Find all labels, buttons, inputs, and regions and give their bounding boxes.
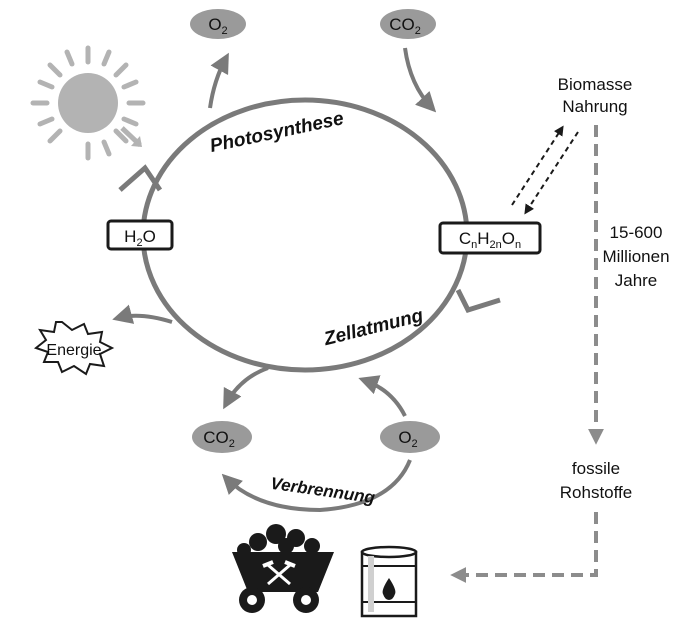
co2-bottom-label: CO2 (203, 428, 235, 450)
verbrennung-label: Verbrennung (269, 474, 376, 508)
co2-top-oval (380, 9, 436, 39)
energy-burst-icon (33, 321, 115, 376)
dashed-arrow-to-glucose (524, 131, 579, 215)
time-label-3: Jahre (615, 271, 658, 290)
time-label-2: Millionen (602, 247, 669, 266)
h2o-label: H2O (124, 227, 156, 249)
cycle-ellipse (140, 97, 470, 373)
fossile-label: fossile (572, 459, 620, 478)
co2-top-arrow (403, 47, 437, 113)
coal-cart-icon (232, 524, 334, 613)
respiration-co2-arrow (223, 366, 269, 410)
rohstoffe-label: Rohstoffe (560, 483, 632, 502)
cycle-arrow-left (118, 164, 163, 192)
o2-bottom-oval (380, 421, 440, 453)
h2o-box (106, 219, 174, 251)
glucose-box (438, 221, 542, 255)
co2-bottom-oval (192, 421, 252, 453)
biomasse-label: Biomasse (558, 75, 633, 94)
dashed-arrow-to-biomasse (511, 125, 564, 206)
time-label-1: 15-600 (610, 223, 663, 242)
o2-top-oval (190, 9, 246, 39)
verbrennung-arc (221, 459, 412, 513)
zellatmung-label: Zellatmung (321, 305, 426, 350)
respiration-o2-arrow (358, 375, 407, 417)
sun-icon (30, 45, 146, 161)
energy-arrow (112, 304, 173, 324)
energie-label: Energie (46, 342, 101, 359)
o2-top-arrow (208, 52, 229, 109)
oil-barrel-icon (360, 545, 418, 618)
co2-top-label: CO2 (389, 15, 421, 37)
dashed-arrow-to-fossils (450, 512, 598, 583)
cycle-arrow-right (455, 288, 501, 314)
nahrung-label: Nahrung (562, 97, 627, 116)
